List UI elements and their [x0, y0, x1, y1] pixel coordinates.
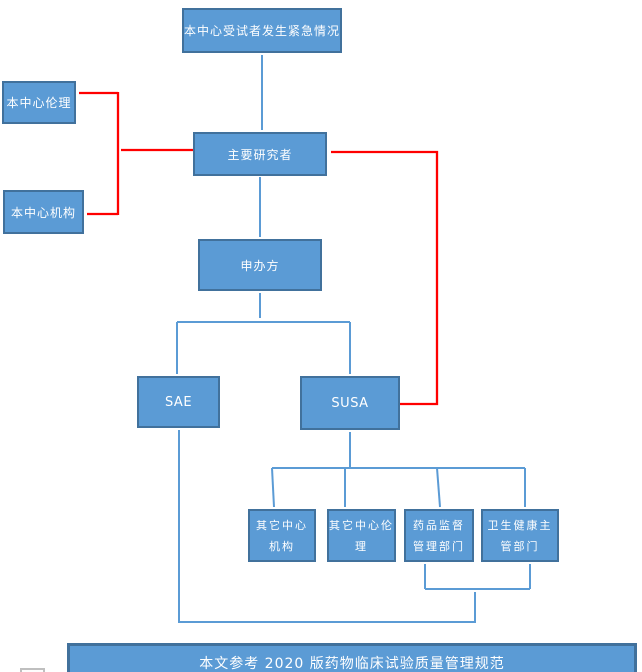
node-other-center-ethics[interactable]: 其它中心伦 理 — [327, 509, 396, 562]
node-label-line2: 管理部门 — [413, 539, 465, 553]
node-label-line1: 药品监督 — [413, 518, 465, 532]
footer-banner[interactable]: 本文参考 2020 版药物临床试验质量管理规范 — [67, 643, 637, 672]
node-label: 申办方 — [240, 258, 280, 273]
node-sponsor[interactable]: 申办方 — [198, 239, 322, 291]
node-health-admin-department[interactable]: 卫生健康主 管部门 — [481, 509, 559, 562]
node-other-center-institution[interactable]: 其它中心 机构 — [248, 509, 316, 562]
node-susa[interactable]: SUSA — [300, 376, 400, 430]
node-label-line2: 理 — [355, 539, 368, 553]
node-site-institution[interactable]: 本中心机构 — [3, 190, 84, 234]
node-sae[interactable]: SAE — [137, 376, 220, 428]
node-label-line2: 管部门 — [500, 539, 540, 553]
footer-text: 本文参考 2020 版药物临床试验质量管理规范 — [199, 656, 505, 672]
node-drug-admin-department[interactable]: 药品监督 管理部门 — [404, 509, 474, 562]
node-label-line1: 其它中心伦 — [329, 518, 394, 532]
node-label-line1: 卫生健康主 — [487, 518, 553, 532]
node-label-line1: 其它中心 — [256, 518, 308, 532]
node-label: 主要研究者 — [227, 147, 293, 162]
node-label: SAE — [164, 394, 193, 410]
node-label: SUSA — [331, 395, 369, 411]
node-principal-investigator[interactable]: 主要研究者 — [193, 132, 327, 176]
node-label-line2: 机构 — [269, 539, 295, 553]
node-label: 本中心机构 — [10, 205, 76, 220]
clipped-shape — [20, 668, 45, 672]
node-label: 本中心受试者发生紧急情况 — [184, 24, 341, 38]
node-label: 本中心伦理 — [6, 96, 72, 110]
node-site-ethics[interactable]: 本中心伦理 — [2, 81, 76, 124]
node-emergency-event[interactable]: 本中心受试者发生紧急情况 — [182, 8, 342, 53]
